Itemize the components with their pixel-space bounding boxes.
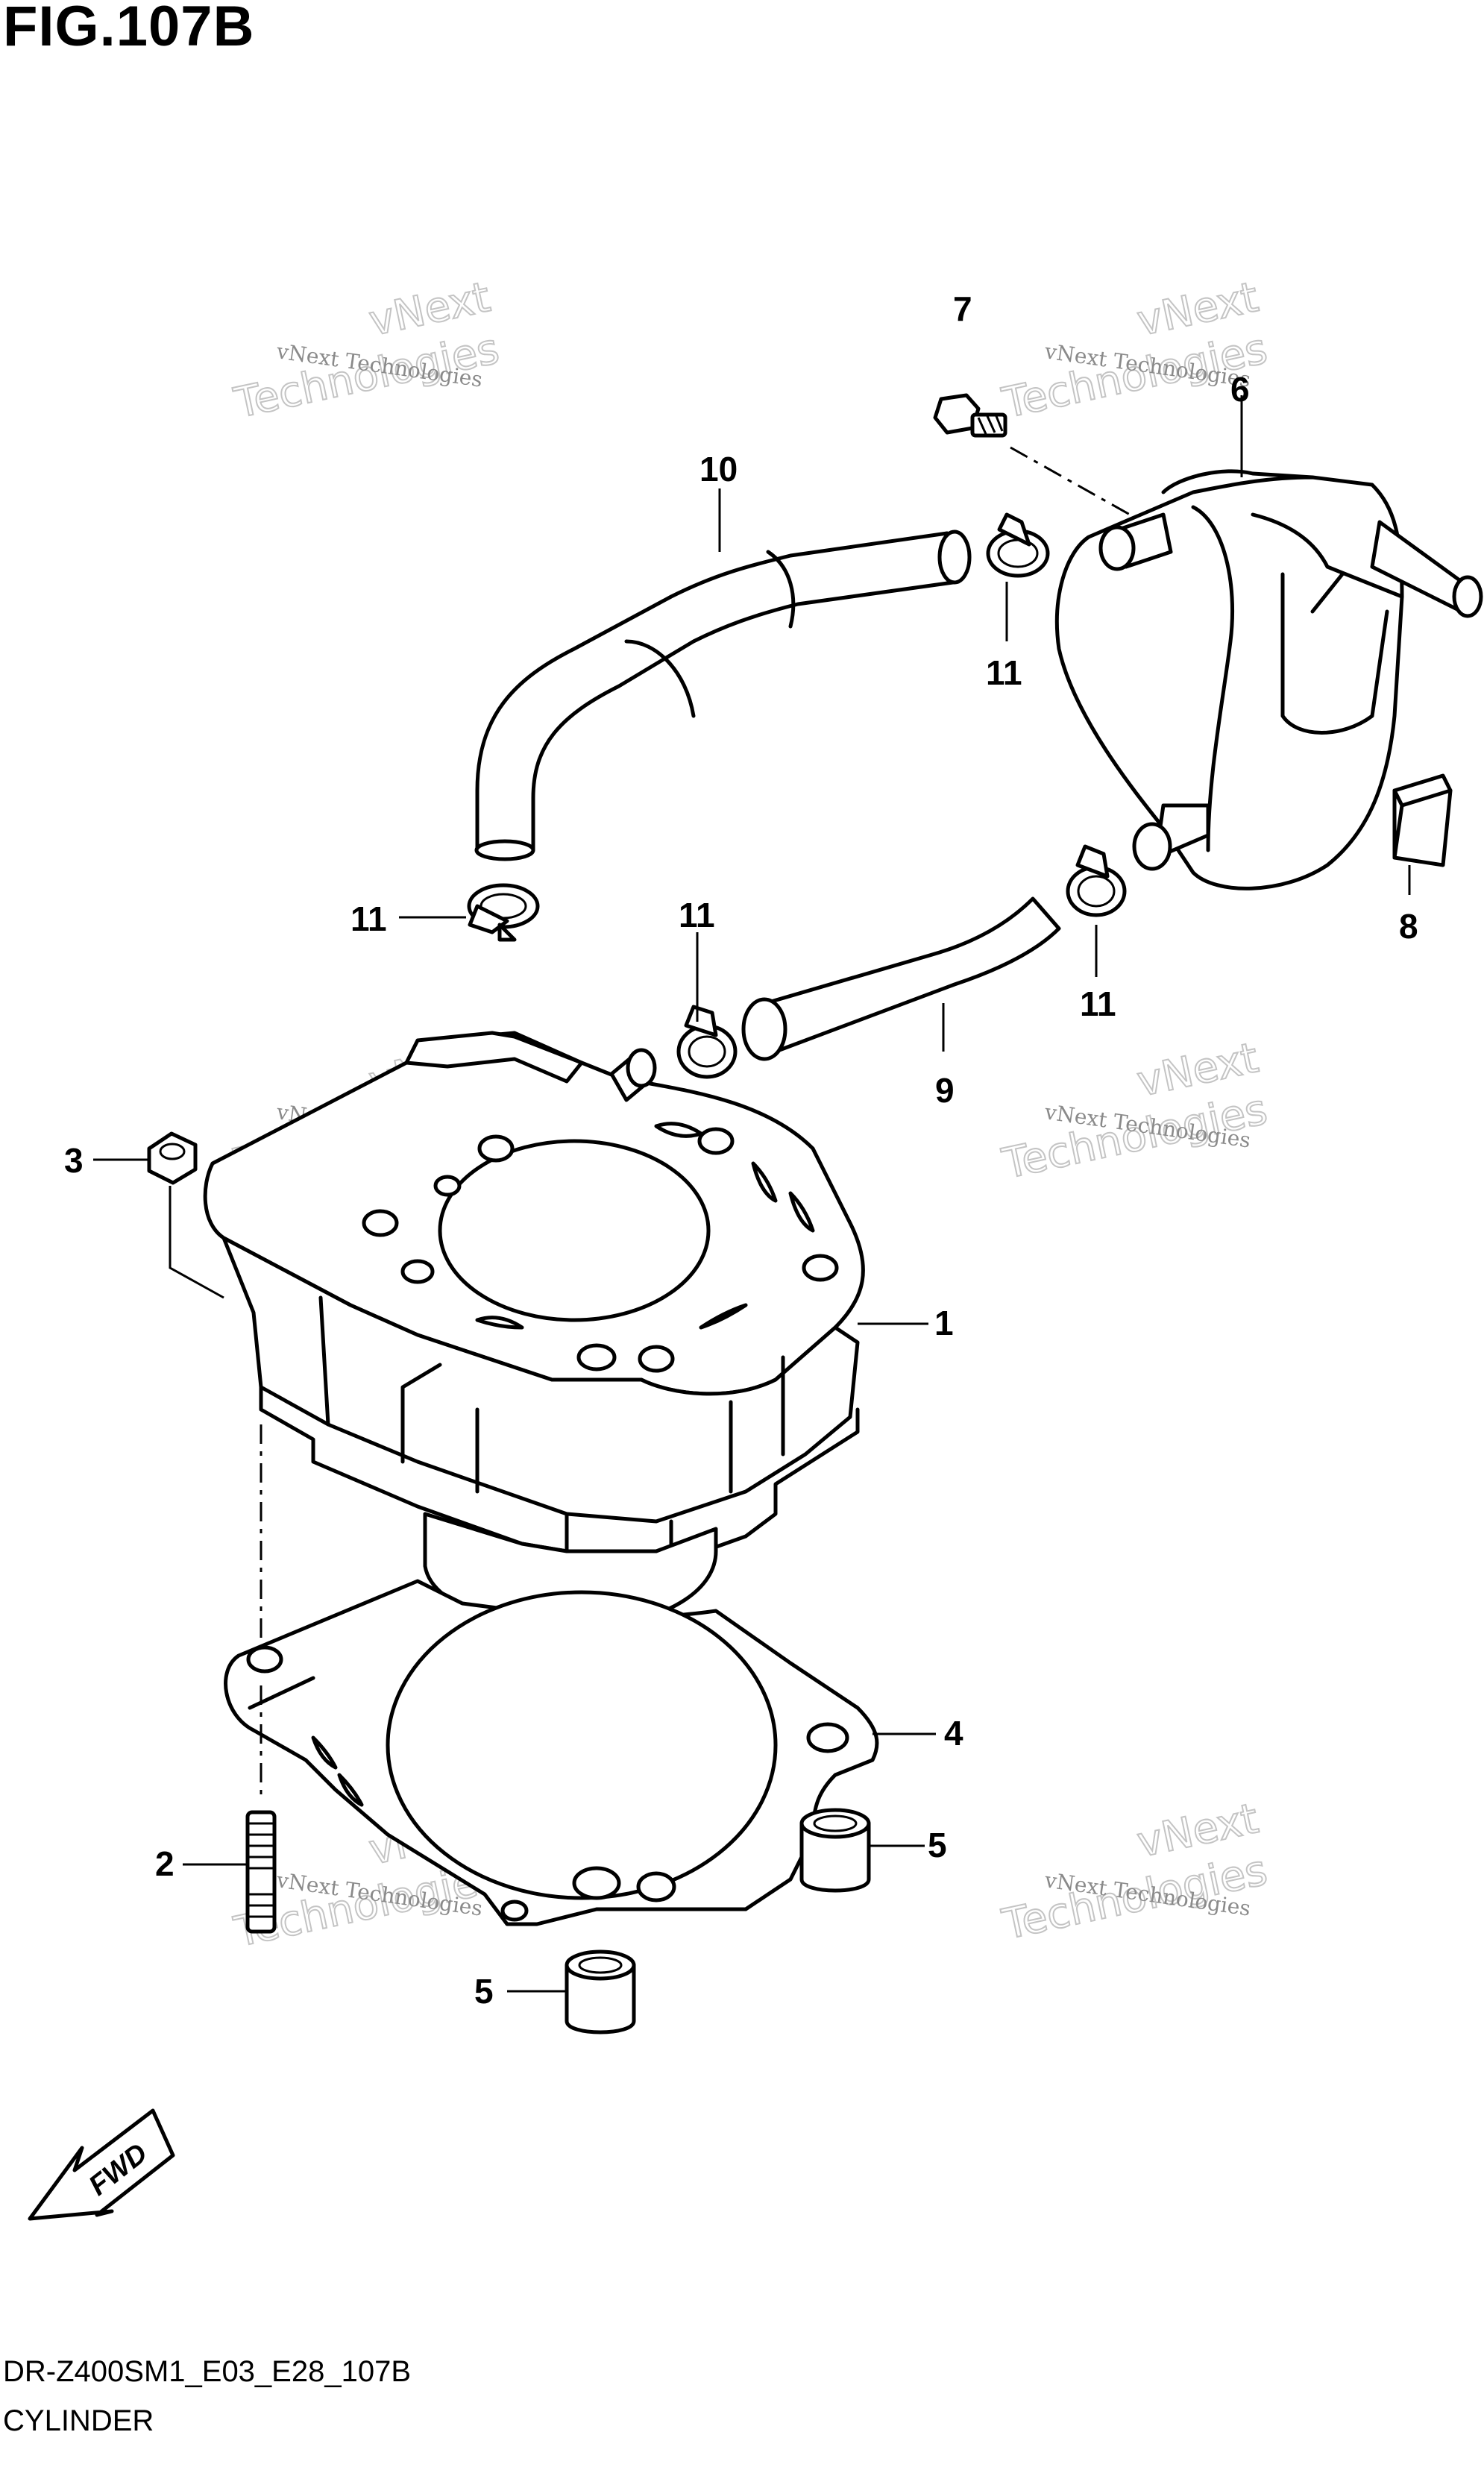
figure-title: FIG.107B (3, 0, 255, 58)
callout-5b: 5 (474, 1972, 494, 2011)
part-5-dowel-pin-left (507, 1949, 636, 2034)
callout-10: 10 (699, 450, 738, 488)
callout-3: 3 (64, 1141, 84, 1180)
callout-8: 8 (1399, 907, 1418, 946)
part-11-clamp-upper-right (986, 512, 1050, 641)
drawing-code: DR-Z400SM1_E03_E28_107B (3, 2355, 412, 2388)
fwd-direction-arrow: FWD (28, 2108, 175, 2221)
part-6-reservoir (1054, 395, 1483, 890)
group-name: CYLINDER (3, 2404, 154, 2437)
part-11-clamp-lower-right (1066, 844, 1127, 977)
callout-4: 4 (944, 1714, 963, 1753)
callout-11b: 11 (350, 899, 387, 938)
callout-9: 9 (935, 1071, 955, 1110)
callout-7: 7 (953, 289, 972, 328)
part-9-lower-hose (741, 896, 1061, 1061)
watermark-top-left: vNext Technologies vNext Technologies (229, 272, 503, 429)
callout-5a: 5 (928, 1826, 947, 1864)
part-7-bolt (933, 393, 1131, 516)
part-11-clamp-upper-left (399, 883, 540, 942)
part-8-pad (1392, 773, 1453, 895)
part-5-dowel-pin-right (799, 1808, 925, 1893)
callout-11c: 11 (679, 896, 715, 934)
part-2-stud (183, 1424, 277, 1934)
callout-11a: 11 (986, 653, 1022, 692)
part-10-upper-hose (474, 488, 972, 861)
callout-6: 6 (1230, 370, 1250, 409)
callout-2: 2 (155, 1844, 175, 1883)
part-1-cylinder-block (203, 1031, 928, 1630)
callout-11d: 11 (1080, 984, 1116, 1023)
watermark-bottom-right: vNext Technologies vNext Technologies (997, 1794, 1271, 1950)
watermark-mid-right: vNext Technologies vNext Technologies (997, 1033, 1271, 1190)
part-4-base-gasket (224, 1579, 936, 1926)
callout-1: 1 (934, 1304, 954, 1342)
part-3-nut (93, 1131, 224, 1299)
part-11-clamp-lower-left (676, 932, 738, 1079)
